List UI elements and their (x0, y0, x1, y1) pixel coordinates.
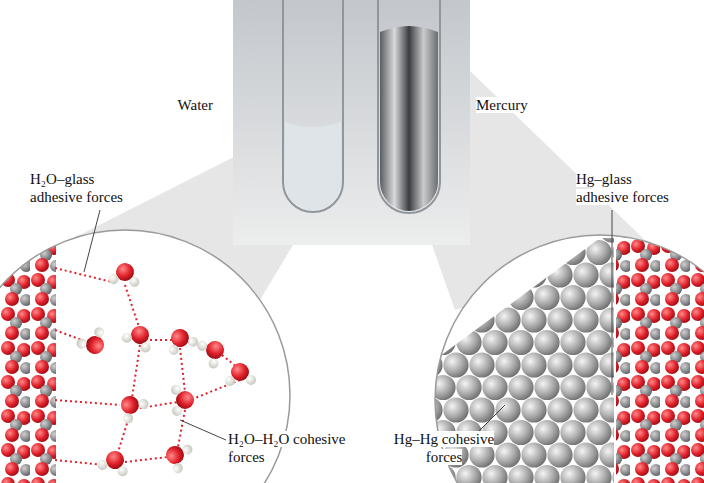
label-text: Hg–Hg cohesive forces (394, 431, 494, 465)
force-label: H₂O–glass adhesive forces (30, 170, 148, 206)
force-label: H₂O–H₂O cohesive forces (228, 430, 346, 466)
photo (233, 0, 470, 245)
tube-label: Mercury (476, 96, 556, 114)
label-text: Hg–glass adhesive forces (576, 171, 669, 205)
force-label: Hg–glass adhesive forces (576, 170, 688, 206)
tube-label: Water (150, 96, 213, 114)
label-text: H₂O–H₂O cohesive forces (228, 431, 346, 465)
leader-lines (84, 210, 612, 440)
label-text: Mercury (476, 97, 528, 113)
force-label: Hg–Hg cohesive forces (388, 430, 500, 466)
label-text: Water (178, 97, 213, 113)
label-text: H₂O–glass adhesive forces (30, 171, 123, 205)
